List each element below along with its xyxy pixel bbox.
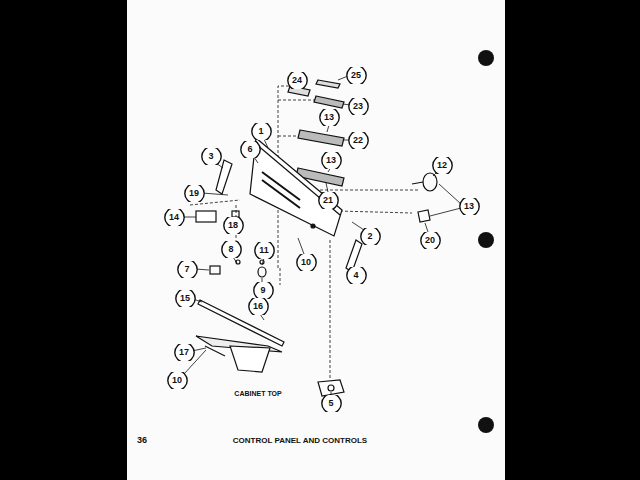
binder-hole (478, 417, 494, 433)
callout-number: 21 (318, 192, 339, 209)
callout-number: 10 (167, 372, 188, 389)
callout-number: 13 (459, 198, 480, 215)
callout-bubble: 4 (346, 267, 367, 284)
callout-bubble: 17 (174, 344, 195, 361)
callout-number: 13 (319, 109, 340, 126)
callout-number: 6 (240, 141, 261, 158)
callout-number: 14 (164, 209, 185, 226)
callout-bubble: 2 (360, 228, 381, 245)
callout-number: 2 (360, 228, 381, 245)
binder-hole (478, 50, 494, 66)
callout-number: 16 (248, 298, 269, 315)
callout-bubble: 13 (459, 198, 480, 215)
callout-bubble: 19 (184, 185, 205, 202)
callout-number: 5 (321, 395, 342, 412)
callout-bubble: 7 (177, 261, 198, 278)
callout-number: 20 (420, 232, 441, 249)
callout-number: 19 (184, 185, 205, 202)
callout-number: 25 (346, 67, 367, 84)
callout-number: 18 (223, 217, 244, 234)
callout-bubble: 11 (254, 242, 275, 259)
callout-number: 9 (253, 282, 274, 299)
callout-number: 23 (348, 98, 369, 115)
figure-caption: CONTROL PANEL AND CONTROLS (233, 436, 367, 445)
part-name: CABINET TOP (234, 390, 281, 397)
callout-bubble: 8 (221, 241, 242, 258)
page-number: 36 (137, 435, 147, 445)
callout-bubble: 6 (240, 141, 261, 158)
callout-number: 17 (174, 344, 195, 361)
callout-bubble: 12 (432, 157, 453, 174)
callout-number: 8 (221, 241, 242, 258)
callout-bubble: 13 (321, 152, 342, 169)
callout-number: 10 (296, 254, 317, 271)
callout-number: 24 (287, 72, 308, 89)
callout-bubble: 1 (251, 123, 272, 140)
callout-bubble: 5 (321, 395, 342, 412)
leader-lines (182, 76, 461, 395)
callout-number: 3 (201, 148, 222, 165)
paper (127, 0, 505, 480)
callout-number: 7 (177, 261, 198, 278)
callout-bubble: 9 (253, 282, 274, 299)
callout-number: 22 (348, 132, 369, 149)
callout-bubble: 13 (319, 109, 340, 126)
callout-bubble: 20 (420, 232, 441, 249)
callout-bubble: 18 (223, 217, 244, 234)
callout-number: 15 (175, 290, 196, 307)
callout-bubble: 3 (201, 148, 222, 165)
callout-bubble: 10 (296, 254, 317, 271)
callout-number: 4 (346, 267, 367, 284)
binder-hole (478, 232, 494, 248)
callout-bubble: 14 (164, 209, 185, 226)
callout-bubble: 24 (287, 72, 308, 89)
callout-number: 13 (321, 152, 342, 169)
callout-bubble: 16 (248, 298, 269, 315)
callout-number: 1 (251, 123, 272, 140)
callout-bubble: 15 (175, 290, 196, 307)
parts (190, 80, 437, 396)
callout-number: 11 (254, 242, 275, 259)
callout-bubble: 10 (167, 372, 188, 389)
callout-bubble: 22 (348, 132, 369, 149)
callout-bubble: 23 (348, 98, 369, 115)
callout-number: 12 (432, 157, 453, 174)
callout-bubble: 21 (318, 192, 339, 209)
callout-bubble: 25 (346, 67, 367, 84)
